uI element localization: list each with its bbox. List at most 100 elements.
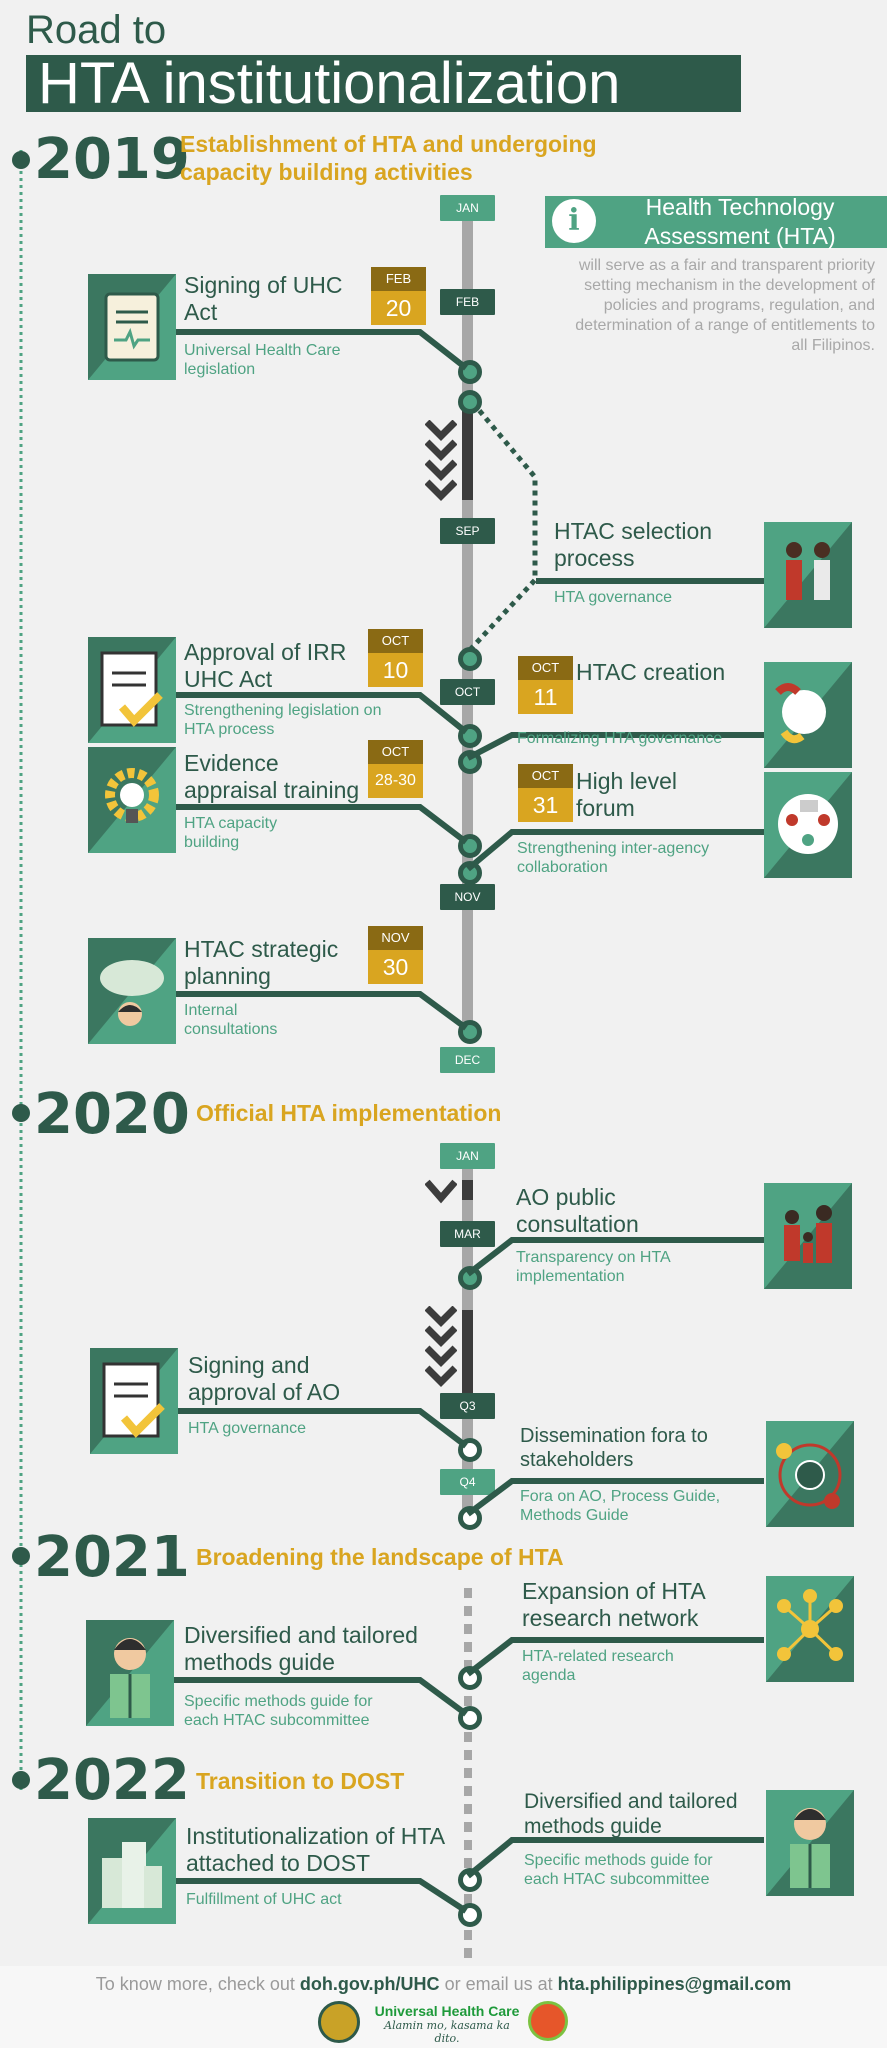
year-2019: 2019 xyxy=(34,127,190,192)
event-subtitle: Formalizing HTA governance xyxy=(517,730,723,747)
timeline-spine-2019 xyxy=(462,210,473,1040)
event-title: Evidence appraisal training xyxy=(184,750,360,803)
month-oct-2019: OCT xyxy=(440,679,495,705)
event-subtitle: HTA governance xyxy=(188,1420,306,1437)
event-subtitle: Internal consultations xyxy=(184,1002,278,1038)
timeline-node xyxy=(458,360,482,384)
year-2022-subtitle: Transition to DOST xyxy=(196,1768,405,1794)
event-subtitle: Transparency on HTA implementation xyxy=(516,1249,670,1285)
connector-lines-2020 xyxy=(176,1237,764,1517)
timeline-skip-segment xyxy=(462,1310,473,1400)
event-subtitle: HTA capacity building xyxy=(184,815,278,851)
thinking-cloud-icon xyxy=(88,938,176,1044)
family-icon xyxy=(764,1183,852,1289)
page-title: HTA institutionalization xyxy=(26,55,741,113)
skip-chevrons-icon xyxy=(425,1306,457,1387)
event-title: AO public consultation xyxy=(516,1184,639,1237)
month-q4-2020: Q4 xyxy=(440,1469,495,1495)
year-dot xyxy=(12,151,30,169)
connector-lines-2019 xyxy=(172,329,764,1031)
event-title: Dissemination fora to stakeholders xyxy=(520,1425,708,1471)
event-subtitle: Universal Health Care legislation xyxy=(184,342,341,378)
timeline-node xyxy=(458,834,482,858)
timeline-skip-segment xyxy=(462,1180,473,1200)
event-title: Approval of IRR UHC Act xyxy=(184,639,347,692)
info-icon: i xyxy=(552,199,596,243)
event-title: Diversified and tailored methods guide xyxy=(184,1622,418,1675)
clipboard-check-icon xyxy=(88,637,176,743)
event-title: HTAC creation xyxy=(576,659,726,685)
event-title: HTAC strategic planning xyxy=(184,936,339,989)
event-subtitle: Specific methods guide for each HTAC sub… xyxy=(524,1852,713,1888)
event-subtitle: Fulfillment of UHC act xyxy=(186,1891,342,1908)
clipboard-check-icon xyxy=(90,1348,178,1454)
event-title: Signing and approval of AO xyxy=(188,1352,341,1405)
month-q3-2020: Q3 xyxy=(440,1393,495,1419)
event-subtitle: Fora on AO, Process Guide, Methods Guide xyxy=(520,1488,721,1524)
agency-seal-icon xyxy=(528,2001,568,2041)
timeline-node xyxy=(458,724,482,748)
event-title: Signing of UHC Act xyxy=(184,272,343,325)
event-title: HTAC selection process xyxy=(554,518,713,571)
building-icon xyxy=(88,1818,176,1924)
uhc-scroll-icon xyxy=(88,274,176,380)
footer-url-link[interactable]: doh.gov.ph/UHC xyxy=(299,1974,440,1994)
year-2022: 2022 xyxy=(34,1748,190,1813)
timeline-node xyxy=(458,390,482,414)
timeline-skip-segment xyxy=(462,400,473,500)
year-dot xyxy=(12,1771,30,1789)
pre-title: Road to xyxy=(26,8,167,52)
month-nov-2019: NOV xyxy=(440,884,495,910)
footer-email-link[interactable]: hta.philippines@gmail.com xyxy=(557,1974,792,1994)
month-jan-2020: JAN xyxy=(440,1143,495,1169)
info-title: Health Technology Assessment (HTA) xyxy=(644,194,836,249)
month-jan-2019: JAN xyxy=(440,195,495,221)
left-timeline xyxy=(19,150,23,1790)
event-subtitle: Strengthening legislation on HTA process xyxy=(184,702,382,738)
year-2020: 2020 xyxy=(34,1082,190,1147)
gear-bulb-icon xyxy=(88,747,176,853)
meeting-icon xyxy=(764,772,852,878)
event-subtitle: Strengthening inter-agency collaboration xyxy=(517,840,710,876)
puzzle-hands-icon xyxy=(764,662,852,768)
connector-lines-2021-2022 xyxy=(172,1637,764,1914)
event-title: Institutionalization of HTA attached to … xyxy=(186,1823,444,1876)
people-icon xyxy=(764,522,852,628)
skip-chevrons-icon xyxy=(425,420,457,501)
month-feb-2019: FEB xyxy=(440,289,495,315)
year-dot xyxy=(12,1547,30,1565)
uhc-logo: Universal Health Care Alamin mo, kasama … xyxy=(374,2003,520,2045)
year-2021-subtitle: Broadening the landscape of HTA xyxy=(196,1544,564,1570)
event-title: Diversified and tailored methods guide xyxy=(524,1790,738,1838)
info-description: will serve as a fair and transparent pri… xyxy=(575,257,875,354)
footer-text: To know more, check out doh.gov.ph/UHC o… xyxy=(95,1974,792,1994)
month-sep-2019: SEP xyxy=(440,518,495,544)
year-2021: 2021 xyxy=(34,1525,190,1590)
footer xyxy=(0,1966,887,2048)
timeline-node xyxy=(458,647,482,671)
network-icon xyxy=(766,1576,854,1682)
reading-person-icon xyxy=(86,1620,174,1726)
event-subtitle: HTA-related research agenda xyxy=(522,1648,674,1684)
month-mar-2020: MAR xyxy=(440,1221,495,1247)
year-dot xyxy=(12,1104,30,1122)
event-title: High level forum xyxy=(576,768,677,821)
timeline-node xyxy=(458,1020,482,1044)
event-subtitle: HTA governance xyxy=(554,589,672,606)
month-dec-2019: DEC xyxy=(440,1047,495,1073)
gear-cycle-icon xyxy=(766,1421,854,1527)
event-subtitle: Specific methods guide for each HTAC sub… xyxy=(184,1693,373,1729)
event-title: Expansion of HTA research network xyxy=(522,1578,705,1631)
skip-chevrons-icon xyxy=(425,1179,457,1204)
year-2019-subtitle: Establishment of HTA and undergoing capa… xyxy=(180,131,597,185)
info-banner xyxy=(545,196,887,248)
doh-seal-icon xyxy=(318,2001,360,2043)
year-2020-subtitle: Official HTA implementation xyxy=(196,1100,502,1126)
reading-person-icon xyxy=(766,1790,854,1896)
